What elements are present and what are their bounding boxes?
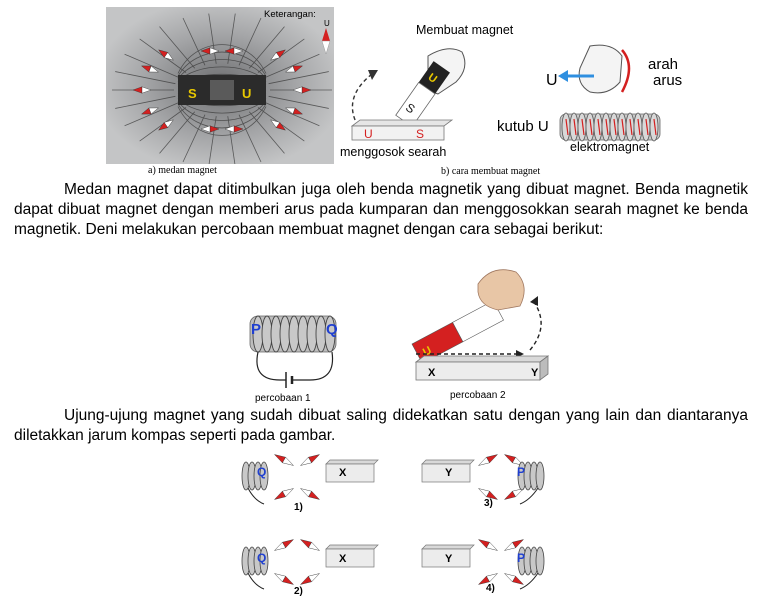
compass-needle-icon [140,65,160,73]
option-1-number: 1) [294,502,303,513]
electromagnet-illustration [558,44,661,142]
compass-needle-icon [503,573,525,585]
rubbed-bar-left-pole: U [364,127,373,141]
pole-u-label: U [242,86,251,101]
option-4-figure [421,539,545,590]
compass-needle-icon [200,47,220,55]
option-4-bar-label: Y [445,553,453,565]
compass-needle-icon [299,539,321,551]
compass-needle-icon [292,86,312,94]
compass-needle-icon [200,125,220,133]
compass-needle-icon [140,107,160,115]
compass-needle-icon [158,119,174,131]
panel-b-title: Membuat magnet [416,23,514,37]
exp1-caption: percobaan 1 [255,393,311,404]
compass-needle-icon [273,573,295,585]
compass-needle-icon [477,454,499,466]
paragraph-2: Ujung-ujung magnet yang sudah dibuat sal… [14,407,748,444]
option-2-figure [241,539,379,590]
caption-a: a) medan magnet [148,165,217,176]
compass-needle-icon [132,86,152,94]
compass-needle-icon [270,49,286,61]
option-2-number: 2) [294,586,303,597]
option-3-coil-label: P [517,465,526,479]
rubbing-illustration: U S U S [350,48,466,141]
option-4-coil-label: P [517,551,526,565]
experiment-figure: U [249,269,550,388]
option-3-number: 3) [484,498,493,509]
compass-needle-icon [299,488,321,500]
compass-needle-icon [224,47,244,55]
compass-needle-icon [477,573,499,585]
option-2-bar-label: X [339,553,347,565]
legend-pole: U [324,19,330,28]
paragraph-1: Medan magnet dapat ditimbulkan juga oleh… [14,181,748,238]
bar-x-label: X [428,367,436,379]
coil-p-label: P [251,321,262,338]
arus-label: arus [653,72,683,89]
compass-needle-icon [503,539,525,551]
compass-needle-icon [270,119,286,131]
compass-needle-icon [299,454,321,466]
option-3-figure [421,454,545,505]
compass-needle-icon [273,454,295,466]
option-3-bar-label: Y [445,467,453,479]
option-2-coil-label: Q [257,551,267,565]
option-4-number: 4) [486,583,495,594]
bar-y-label: Y [531,367,539,379]
caption-b: b) cara membuat magnet [441,166,541,177]
magnetic-field-photo: S U Keterangan: U [106,7,334,164]
legend-title: Keterangan: [264,9,316,20]
coil-q-label: Q [326,321,338,338]
field-lines-drawing: S U [106,7,334,164]
compass-needle-icon [477,488,499,500]
option-1-bar-label: X [339,467,347,479]
rubbed-bar-right-pole: S [416,127,424,141]
compass-needle-icon [158,49,174,61]
electromagnet-label: elektromagnet [570,140,650,154]
direction-u-label: U [546,72,558,89]
compass-needle-icon [284,65,304,73]
compass-needle-icon [224,125,244,133]
pole-s-label: S [188,86,197,101]
compass-needle-icon [503,488,525,500]
arah-label: arah [648,56,679,73]
compass-needle-icon [284,107,304,115]
compass-needle-icon [273,488,295,500]
legend-compass-icon [321,28,331,54]
compass-needle-icon [299,573,321,585]
option-1-coil-label: Q [257,465,267,479]
compass-needle-icon [477,539,499,551]
kutub-u-label: kutub U [497,118,549,135]
rubbing-caption: menggosok searah [340,145,447,159]
option-1-figure [241,454,379,505]
exp2-caption: percobaan 2 [450,390,506,401]
compass-needle-icon [273,539,295,551]
